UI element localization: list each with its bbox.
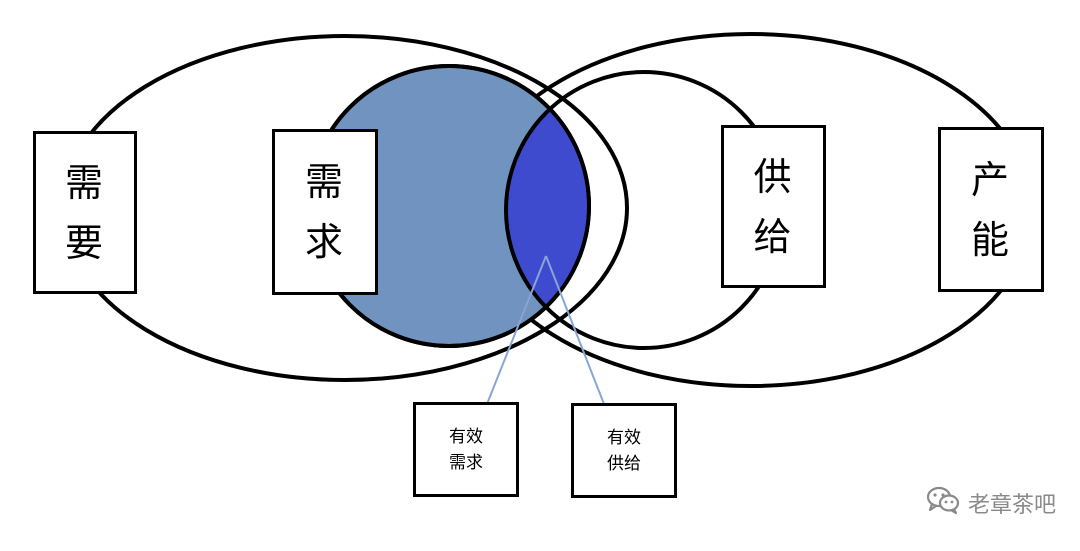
watermark-text: 老章茶吧 xyxy=(967,493,1056,518)
pointer-line-effective-demand xyxy=(486,255,547,405)
label-effective-supply: 有效 供给 xyxy=(571,403,677,498)
label-channeng-text: 产 能 xyxy=(970,157,1011,262)
wechat-icon xyxy=(926,485,960,521)
label-channeng: 产 能 xyxy=(938,127,1044,292)
label-xuyao: 需 要 xyxy=(33,131,137,294)
label-effective-demand: 有效 需求 xyxy=(413,402,519,497)
label-effective-supply-text: 有效 供给 xyxy=(607,427,641,474)
label-gongji-text: 供 给 xyxy=(753,154,794,259)
watermark: 老章茶吧 xyxy=(926,486,1056,520)
label-xuyao-text: 需 要 xyxy=(64,160,105,265)
label-xuqiu: 需 求 xyxy=(272,129,378,295)
label-gongji: 供 给 xyxy=(721,125,826,288)
label-effective-demand-text: 有效 需求 xyxy=(449,426,483,473)
pointer-line-effective-supply xyxy=(545,255,605,405)
label-xuqiu-text: 需 求 xyxy=(304,160,345,264)
